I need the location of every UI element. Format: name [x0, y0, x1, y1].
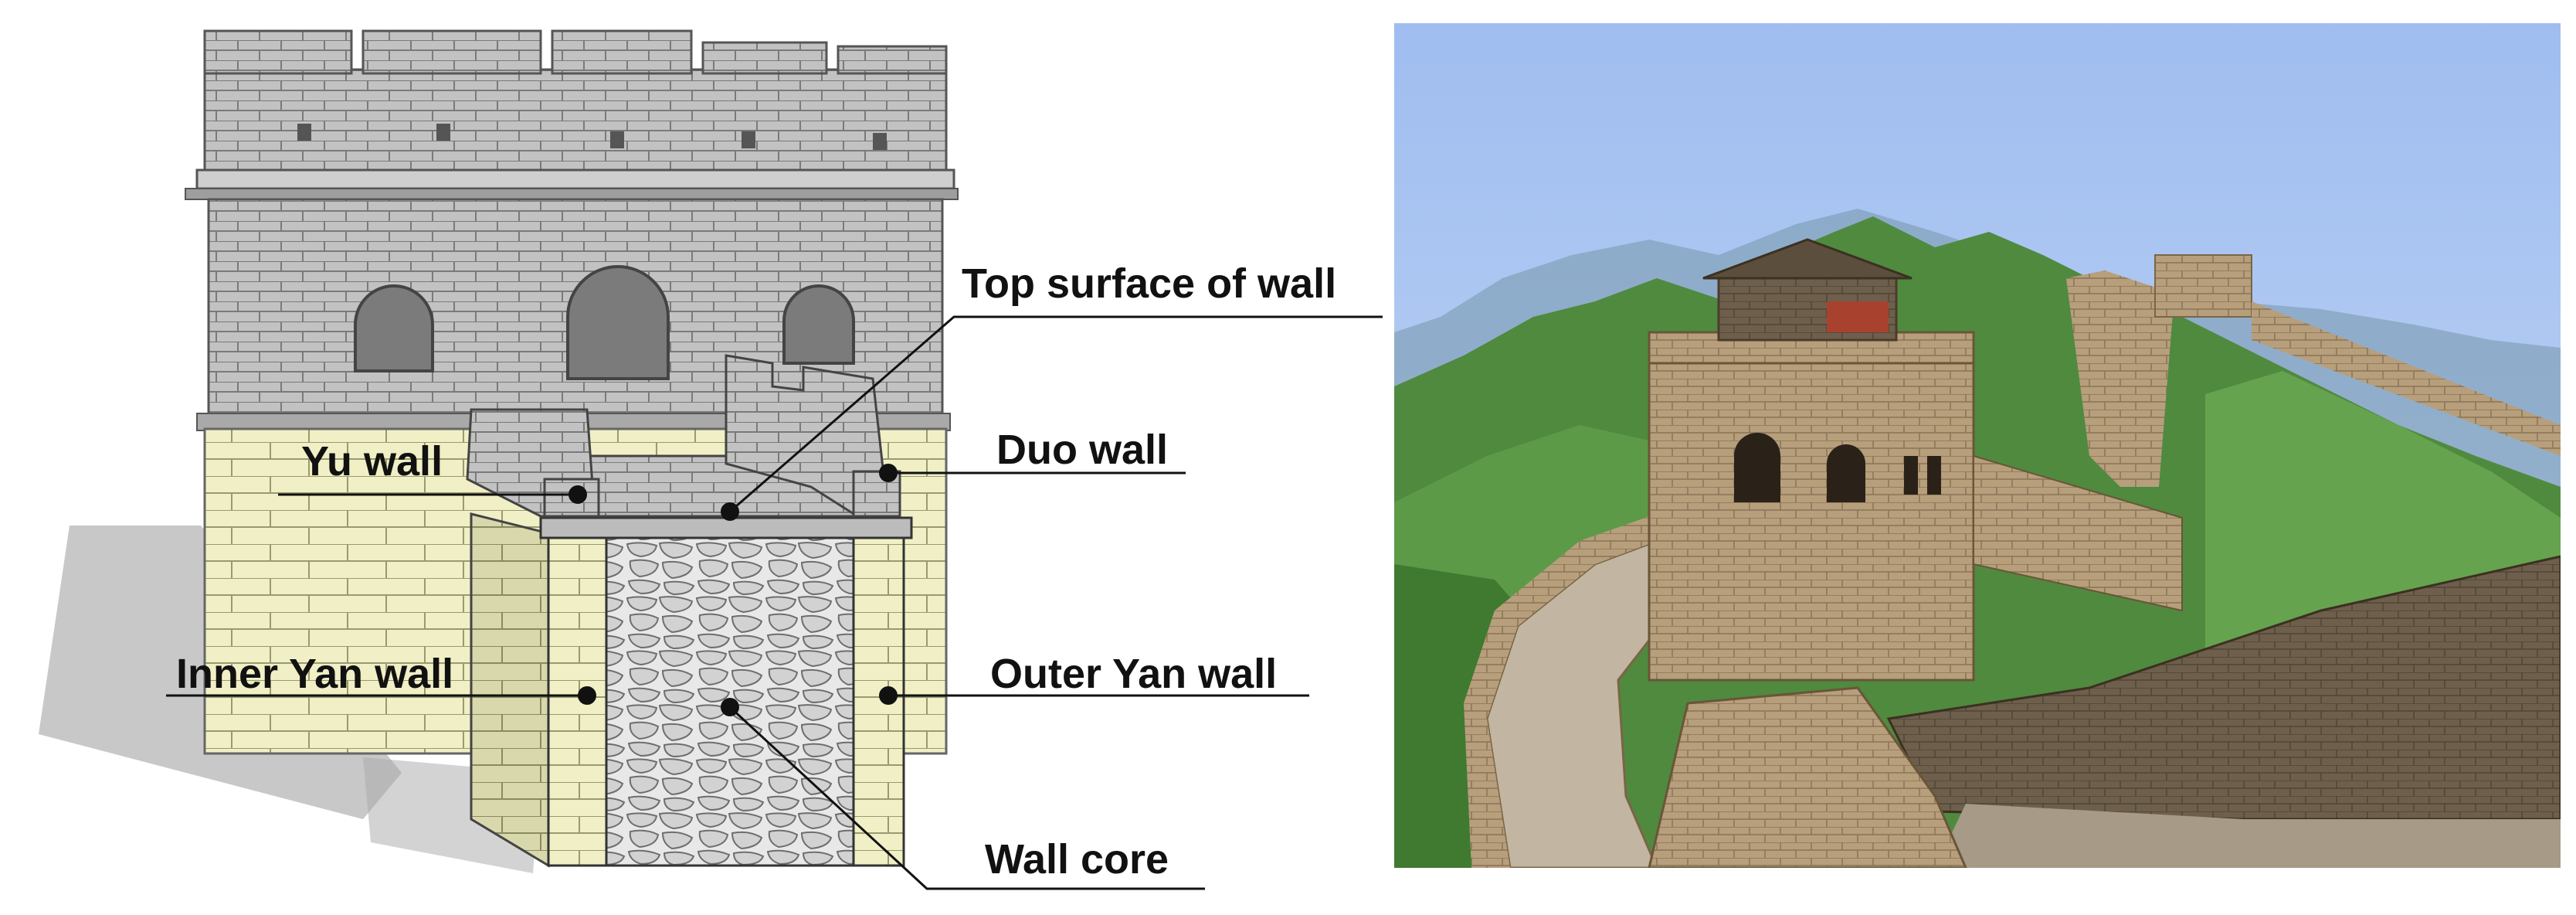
tower-upper [185, 29, 959, 431]
far-wall-ridge [2066, 270, 2174, 487]
dot-yu-wall [568, 485, 587, 504]
leader-lines [166, 315, 1383, 890]
label-yu-wall: Yu wall [301, 438, 443, 485]
foreground-front-wall [1648, 686, 1967, 868]
dot-top-surface [721, 502, 739, 521]
far-wall-right [2252, 301, 2561, 456]
dot-duo-wall [879, 464, 898, 482]
foreground-walkway [1935, 804, 2561, 868]
wall-cross-section-diagram: Top surface of wall Duo wall Yu wall Inn… [39, 29, 1383, 890]
label-outer-yan-wall: Outer Yan wall [990, 651, 1277, 697]
label-inner-yan-wall: Inner Yan wall [176, 651, 453, 697]
dot-inner-yan [578, 686, 596, 705]
dot-wall-core [721, 698, 739, 716]
dot-outer-yan [879, 686, 898, 705]
label-duo-wall: Duo wall [996, 427, 1168, 473]
wall-cross-section [466, 354, 913, 867]
wall-to-right [1973, 454, 2183, 612]
wall-side-face [470, 512, 550, 868]
leader-wall-core [728, 706, 1205, 890]
leader-top-surface [729, 315, 1383, 513]
label-top-surface: Top surface of wall [962, 260, 1336, 307]
leader-dots [568, 464, 898, 716]
watchtower [1648, 238, 1975, 682]
label-wall-core: Wall core [985, 836, 1169, 883]
far-tower [2154, 254, 2252, 318]
great-wall-photo [1394, 23, 2561, 868]
curving-wall-parapet [1464, 495, 1719, 868]
